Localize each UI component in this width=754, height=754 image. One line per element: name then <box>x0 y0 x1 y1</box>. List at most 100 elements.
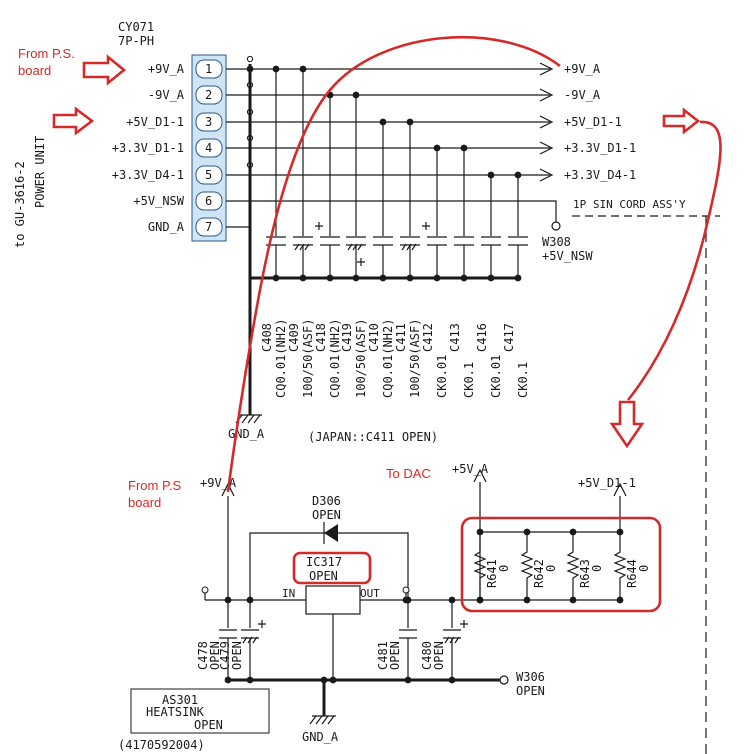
junction-dot <box>404 676 412 684</box>
connector-pin-label: +9V_A <box>148 62 185 76</box>
net-arrow <box>539 62 554 76</box>
junction-dot <box>406 274 414 282</box>
junction-dot <box>320 676 328 684</box>
lower-out-net: +5V_A <box>452 462 489 476</box>
cap-value: CQ0.01(NH2) <box>274 319 288 398</box>
junction-dot <box>448 676 456 684</box>
lower-in-net: +9V_A <box>200 476 237 490</box>
resistor-ref: R641 <box>485 559 499 588</box>
connector-name: CY071 <box>118 20 154 34</box>
connector-pin-number: 3 <box>205 115 212 129</box>
junction-dot <box>523 596 531 604</box>
gnd-symbol-lower <box>309 715 336 725</box>
cap-value: OPEN <box>388 641 402 670</box>
cap-plate <box>241 629 259 639</box>
cap-value: CK0.1 <box>462 362 476 398</box>
lower-right-net: +5V_D1-1 <box>578 476 636 490</box>
connector-pin-label: +3.3V_D1-1 <box>112 141 184 155</box>
connector-pin-number: 2 <box>205 88 212 102</box>
net-arrow <box>539 115 554 129</box>
polarity-plus <box>357 258 365 266</box>
ic-highlight <box>292 551 372 585</box>
resistor-ref: R644 <box>625 559 639 588</box>
output-nets: +9V_A-9V_A+5V_D1-1+3.3V_D1-1+3.3V_D4-1 <box>226 55 636 236</box>
polarity-plus <box>315 222 323 230</box>
heatsink-box <box>130 688 270 734</box>
diode-ref: D306 <box>312 494 341 508</box>
connector-pin-number: 4 <box>205 141 212 155</box>
junction-dot <box>326 274 334 282</box>
net-arrow <box>539 88 554 102</box>
cap-ref: C479 <box>218 641 232 670</box>
annotation-from-ps-bottom-2: board <box>128 495 161 510</box>
resistor-symbol <box>473 532 487 600</box>
connector-pin-number: 7 <box>205 220 212 234</box>
cap-value: 100/50(ASF) <box>408 319 422 398</box>
connector-pin <box>195 112 223 132</box>
right-arrow <box>613 482 627 497</box>
cap-value: 100/50(ASF) <box>301 319 315 398</box>
connector-pin <box>195 59 223 79</box>
resistor-highlight <box>460 516 662 613</box>
w306-ref: W306 <box>516 670 545 684</box>
w308-terminal <box>551 221 561 231</box>
output-net-label: +5V_D1-1 <box>564 115 622 129</box>
junction-dot <box>224 596 232 604</box>
arrow-icon-top-9v <box>82 54 127 86</box>
annotation-to-dac: To DAC <box>386 466 431 481</box>
cap-ref: C410 <box>367 323 381 352</box>
ic-value: OPEN <box>309 569 338 583</box>
ic-ref: IC317 <box>306 555 342 569</box>
junction-dot <box>272 274 280 282</box>
connector-pin <box>195 85 223 105</box>
cap-ref: C416 <box>475 323 489 352</box>
w308-label: W308 <box>542 235 571 249</box>
heatsink-value: OPEN <box>194 718 223 732</box>
heatsink-ref: AS301 <box>162 693 198 707</box>
junction-dot <box>224 676 232 684</box>
resistor-symbol <box>566 532 580 600</box>
cap-ref: C419 <box>340 323 354 352</box>
junction-dot <box>329 676 337 684</box>
connector-pin-number: 6 <box>205 194 212 208</box>
junction-dot <box>487 274 495 282</box>
junction-dot <box>514 274 522 282</box>
cap-value: OPEN <box>432 641 446 670</box>
polarity-plus <box>258 620 266 628</box>
output-net-label: +3.3V_D1-1 <box>564 141 636 155</box>
arrow-icon-down <box>609 400 645 449</box>
connector-pin-label: +5V_NSW <box>133 194 184 208</box>
resistor-symbol <box>520 532 534 600</box>
w306-value: OPEN <box>516 684 545 698</box>
junction-dot <box>352 274 360 282</box>
resistor-value: 0 <box>544 565 558 572</box>
output-net-label: -9V_A <box>564 88 601 102</box>
nsw-wire <box>226 200 557 222</box>
annotation-from-ps-top-2: board <box>18 63 51 78</box>
ic-in-pin: IN <box>282 587 295 600</box>
cap-ref: C408 <box>260 323 274 352</box>
connector-pin <box>195 217 223 237</box>
junction-dot <box>448 596 456 604</box>
connector-side-label-2: POWER UNIT <box>33 136 47 208</box>
junction-dot <box>569 596 577 604</box>
output-net-label: +9V_A <box>564 62 601 76</box>
ic-out-pin: OUT <box>360 587 380 600</box>
resistor-symbol <box>613 532 627 600</box>
japan-note: (JAPAN::C411 OPEN) <box>308 430 438 444</box>
out-arrow <box>473 468 487 483</box>
cap-ref: C418 <box>314 323 328 352</box>
resistor-value: 0 <box>590 565 604 572</box>
cap-plate <box>399 629 417 639</box>
gnd-label-lower: GND_A <box>302 730 339 744</box>
heatsink-part: (4170592004) <box>118 738 205 752</box>
connector-pin-label: GND_A <box>148 220 185 234</box>
junction-dot <box>299 274 307 282</box>
polarity-plus <box>422 222 430 230</box>
junction-dot <box>476 596 484 604</box>
cap-value: CQ0.01(NH2) <box>328 319 342 398</box>
cap-value: CK0.01 <box>489 355 503 398</box>
junction-dot <box>402 596 410 604</box>
cap-value: 100/50(ASF) <box>354 319 368 398</box>
